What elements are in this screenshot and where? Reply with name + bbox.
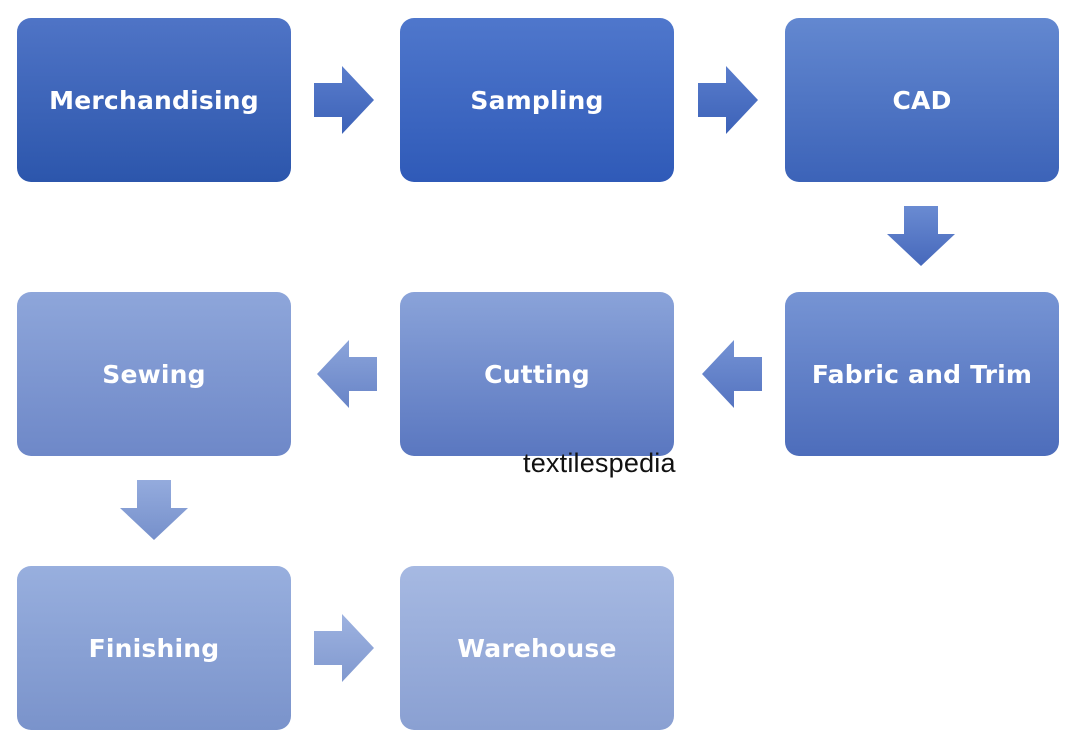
- node-merchandising: Merchandising: [17, 18, 291, 182]
- node-label: Finishing: [88, 633, 220, 663]
- arrow-right-icon: [698, 66, 758, 134]
- node-fabric-and-trim: Fabric and Trim: [785, 292, 1059, 456]
- arrow-left-icon: [702, 340, 762, 408]
- arrow-down-icon: [887, 206, 955, 266]
- node-label: Merchandising: [49, 85, 259, 115]
- node-label: CAD: [892, 85, 952, 115]
- node-label: Warehouse: [457, 633, 617, 663]
- node-finishing: Finishing: [17, 566, 291, 730]
- arrow-right-icon: [314, 614, 374, 682]
- node-label: Fabric and Trim: [811, 359, 1033, 389]
- node-sampling: Sampling: [400, 18, 674, 182]
- arrow-down-icon: [120, 480, 188, 540]
- node-label: Sewing: [102, 359, 206, 389]
- node-cutting: Cutting: [400, 292, 674, 456]
- arrow-right-icon: [314, 66, 374, 134]
- node-sewing: Sewing: [17, 292, 291, 456]
- node-label: Cutting: [484, 359, 590, 389]
- node-label: Sampling: [470, 85, 604, 115]
- arrow-left-icon: [317, 340, 377, 408]
- node-cad: CAD: [785, 18, 1059, 182]
- node-warehouse: Warehouse: [400, 566, 674, 730]
- watermark-text: textilespedia: [523, 448, 676, 478]
